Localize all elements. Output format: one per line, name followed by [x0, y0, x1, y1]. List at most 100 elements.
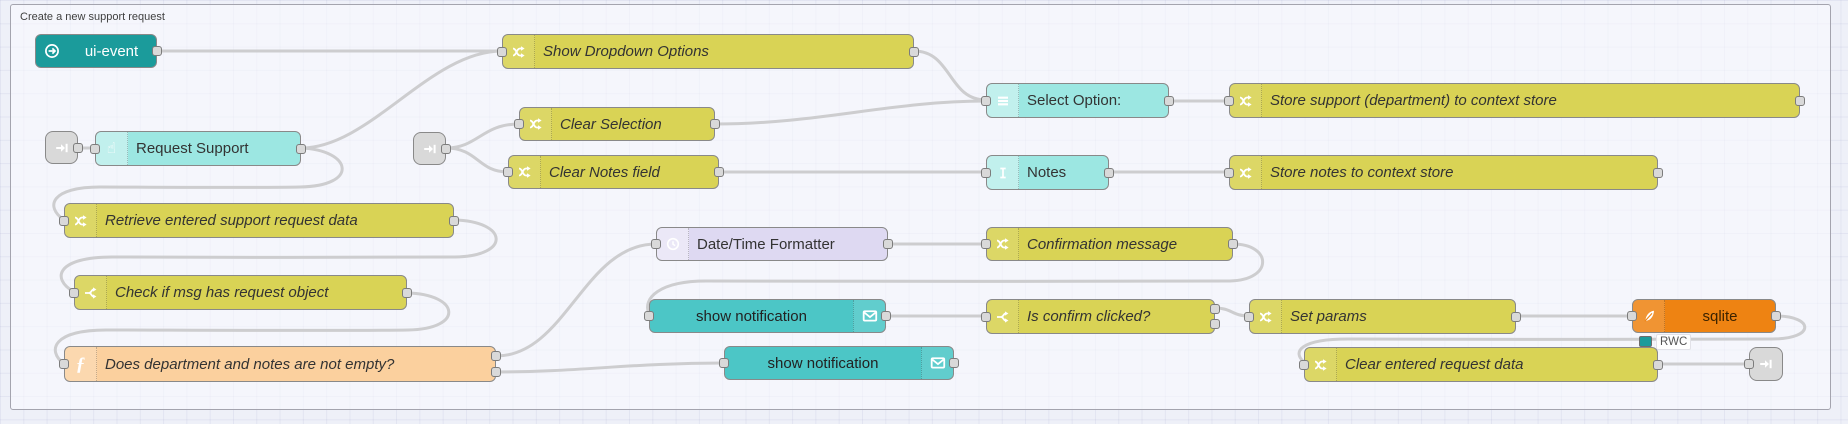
node-label: Select Option:	[1027, 92, 1122, 109]
switch-icon	[75, 276, 107, 309]
node-datetime-formatter[interactable]: Date/Time Formatter	[651, 227, 893, 261]
output-port[interactable]	[1104, 167, 1114, 178]
input-port[interactable]	[59, 359, 69, 369]
input-port[interactable]	[1224, 167, 1234, 178]
node-label: Store notes to context store	[1270, 164, 1454, 181]
node-label: Does department and notes are not empty?	[105, 355, 395, 373]
node-label: Show Dropdown Options	[543, 43, 709, 60]
node-does-department-notes-not-empty[interactable]: ƒ Does department and notes are not empt…	[59, 346, 501, 382]
output-port[interactable]	[714, 167, 724, 177]
node-show-notification-2[interactable]: show notification	[719, 346, 959, 380]
output-port[interactable]	[949, 358, 959, 368]
output-port[interactable]	[1228, 239, 1238, 249]
clock-icon	[657, 228, 689, 260]
output-port-2[interactable]	[491, 367, 501, 377]
sqlite-status-text: RWC	[1656, 334, 1692, 350]
input-port[interactable]	[503, 167, 513, 177]
node-ui-event[interactable]: ui-event	[35, 34, 162, 68]
node-clear-entered-request-data[interactable]: Clear entered request data	[1299, 347, 1663, 382]
node-label: Date/Time Formatter	[697, 235, 835, 253]
input-port[interactable]	[981, 167, 991, 178]
node-select-option-dropdown[interactable]: Select Option:	[981, 83, 1174, 118]
node-label: Clear entered request data	[1345, 356, 1524, 373]
node-link-out[interactable]	[1744, 347, 1783, 381]
switch-icon	[987, 300, 1019, 333]
output-port[interactable]	[441, 143, 451, 154]
node-store-support-to-context[interactable]: Store support (department) to context st…	[1224, 83, 1805, 118]
shuffle-icon	[987, 228, 1019, 260]
output-port-1[interactable]	[491, 351, 501, 361]
shuffle-icon	[503, 35, 535, 68]
output-port-1[interactable]	[1210, 304, 1220, 314]
shuffle-icon	[1305, 348, 1337, 381]
input-port[interactable]	[1299, 359, 1309, 370]
node-link-in[interactable]	[413, 132, 451, 165]
node-request-support-button[interactable]: ☝ Request Support	[90, 131, 306, 166]
input-port[interactable]	[1224, 95, 1234, 106]
output-port[interactable]	[402, 287, 412, 298]
envelope-icon	[921, 347, 953, 379]
output-port[interactable]	[1653, 359, 1663, 370]
output-port[interactable]	[296, 143, 306, 154]
output-port[interactable]	[1511, 311, 1521, 322]
node-label: Set params	[1290, 308, 1367, 325]
node-label: Clear Notes field	[549, 163, 660, 181]
input-port[interactable]	[1244, 311, 1254, 322]
shuffle-icon	[1230, 84, 1262, 117]
sqlite-status-icon	[1639, 336, 1652, 347]
node-sqlite[interactable]: sqlite	[1627, 299, 1781, 333]
input-port[interactable]	[90, 143, 100, 154]
output-port[interactable]	[909, 46, 919, 57]
node-label: Notes	[1027, 164, 1067, 181]
node-label: Clear Selection	[560, 115, 662, 133]
output-port[interactable]	[73, 142, 83, 153]
input-port[interactable]	[981, 239, 991, 249]
output-port[interactable]	[449, 215, 459, 226]
input-port[interactable]	[514, 119, 524, 129]
output-port[interactable]	[152, 46, 162, 56]
input-port[interactable]	[1744, 359, 1754, 369]
node-check-msg-request-object[interactable]: Check if msg has request object	[69, 275, 412, 310]
output-port[interactable]	[1164, 95, 1174, 106]
node-is-confirm-clicked[interactable]: Is confirm clicked?	[981, 299, 1220, 334]
input-port[interactable]	[69, 287, 79, 298]
input-port[interactable]	[981, 95, 991, 106]
node-set-params[interactable]: Set params	[1244, 299, 1521, 334]
pointer-icon: ☝	[96, 132, 128, 165]
output-port[interactable]	[1771, 311, 1781, 321]
node-retrieve-request-data[interactable]: Retrieve entered support request data	[59, 203, 459, 238]
input-port[interactable]	[1627, 311, 1637, 321]
shuffle-icon	[65, 204, 97, 237]
node-label: sqlite	[1702, 307, 1738, 325]
node-label: Is confirm clicked?	[1027, 308, 1151, 325]
list-icon	[987, 84, 1019, 117]
link-icon	[54, 140, 70, 156]
shuffle-icon	[509, 156, 541, 188]
output-port[interactable]	[1653, 167, 1663, 178]
node-confirmation-message[interactable]: Confirmation message	[981, 227, 1238, 261]
link-icon	[422, 141, 438, 157]
input-port[interactable]	[981, 311, 991, 322]
output-port-2[interactable]	[1210, 319, 1220, 329]
node-show-notification-1[interactable]: show notification	[644, 299, 891, 333]
link-icon	[1758, 356, 1774, 372]
node-notes-text-input[interactable]: Notes	[981, 155, 1114, 190]
output-port[interactable]	[1795, 95, 1805, 106]
node-store-notes-to-context[interactable]: Store notes to context store	[1224, 155, 1663, 190]
output-port[interactable]	[883, 239, 893, 249]
input-port[interactable]	[719, 358, 729, 368]
node-link-in[interactable]	[45, 131, 83, 164]
ibeam-icon	[987, 156, 1019, 189]
input-port[interactable]	[651, 239, 661, 249]
node-label: Store support (department) to context st…	[1270, 92, 1557, 109]
input-port[interactable]	[644, 311, 654, 321]
output-port[interactable]	[710, 119, 720, 129]
node-label: Retrieve entered support request data	[105, 212, 358, 229]
input-port[interactable]	[497, 46, 507, 57]
node-show-dropdown-options[interactable]: Show Dropdown Options	[497, 34, 919, 69]
output-port[interactable]	[881, 311, 891, 321]
input-port[interactable]	[59, 215, 69, 226]
node-clear-selection[interactable]: Clear Selection	[514, 107, 720, 141]
node-clear-notes-field[interactable]: Clear Notes field	[503, 155, 724, 189]
